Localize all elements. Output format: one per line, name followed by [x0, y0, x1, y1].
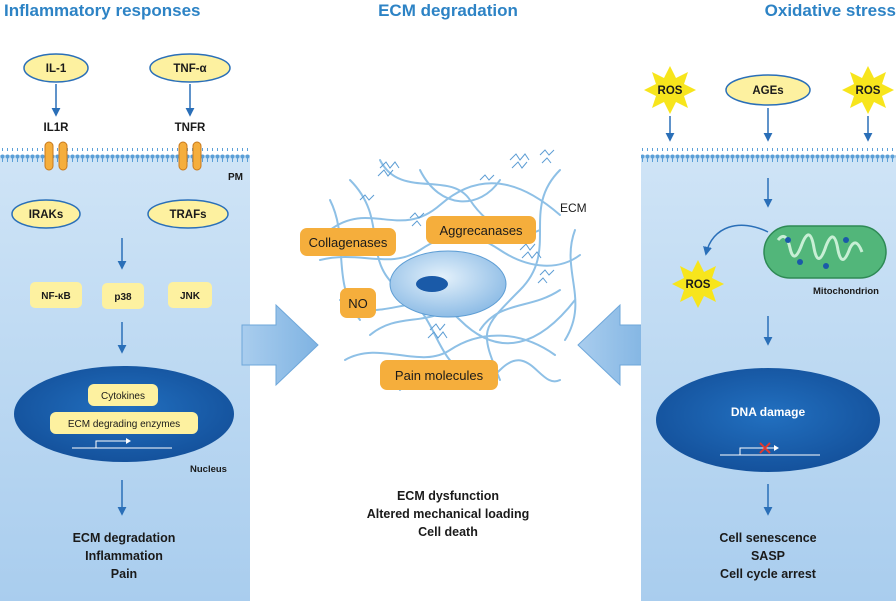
ecm-outcome-1: ECM dysfunction — [397, 489, 499, 503]
cytokines-label: Cytokines — [101, 391, 145, 402]
ros-star-right — [842, 66, 894, 114]
aggrecanases-box — [426, 216, 536, 244]
inflammatory-title: Inflammatory responses — [4, 1, 201, 20]
iraks-label: IRAKs — [29, 209, 64, 221]
no-box — [340, 288, 376, 318]
arrow-inflammation-to-ecm — [241, 303, 319, 387]
ages-label: AGEs — [752, 85, 783, 97]
trafs-node — [147, 199, 229, 229]
dna-damage-label: DNA damage — [731, 405, 806, 419]
nfkb-label: NF-κB — [41, 291, 70, 302]
ecm-label: ECM — [560, 201, 587, 215]
collagenases-box — [300, 228, 396, 256]
inflammatory-outcome-2: Inflammation — [85, 549, 163, 563]
ros-star-left — [644, 66, 696, 114]
ecm-panel: ECM degradation — [241, 1, 653, 539]
arrow-mito-to-ros — [703, 224, 769, 256]
p38-label: p38 — [114, 292, 132, 303]
nfkb-node — [30, 282, 82, 308]
transcription-icon — [72, 438, 172, 449]
cell-nucleus — [416, 276, 448, 292]
jnk-node — [168, 282, 212, 308]
aggrecanases-label: Aggrecanases — [439, 223, 523, 238]
arrow-oxidative-to-ecm — [577, 303, 653, 387]
jnk-label: JNK — [180, 291, 201, 302]
pain-molecules-box — [380, 360, 498, 390]
collagenases-label: Collagenases — [309, 235, 388, 250]
mitochondrion-icon — [763, 225, 887, 279]
ros-left-label: ROS — [658, 85, 683, 97]
ages-node — [725, 74, 811, 106]
inflammatory-outcome-1: ECM degradation — [73, 531, 176, 545]
oxidative-outcome-3: Cell cycle arrest — [720, 567, 817, 581]
mitochondrion-label: Mitochondrion — [813, 286, 879, 297]
tnf-label: TNF-α — [173, 63, 206, 75]
ecm-enzymes-label: ECM degrading enzymes — [68, 419, 180, 430]
tnfr-label: TNFR — [175, 122, 206, 134]
il1r-label: IL1R — [44, 122, 70, 134]
blocked-transcription-icon — [720, 442, 820, 456]
plasma-membrane — [0, 148, 250, 162]
il1r-receptor — [44, 141, 68, 171]
ros-right-label: ROS — [856, 85, 881, 97]
oxidative-panel: Oxidative stress ROS AGEs ROS Mitochondr… — [641, 1, 896, 601]
no-label: NO — [348, 296, 368, 311]
proteoglycan-aggregates — [359, 149, 555, 339]
oxidative-membrane — [641, 148, 896, 162]
ecm-title: ECM degradation — [378, 1, 518, 20]
ros-inner-label: ROS — [686, 279, 711, 291]
oxidative-nucleus — [656, 368, 880, 472]
ecm-outcome-3: Cell death — [418, 525, 478, 539]
pm-label: PM — [228, 172, 243, 183]
p38-node — [102, 283, 144, 309]
inflammatory-outcome-3: Pain — [111, 567, 137, 581]
ros-star-inner — [672, 260, 724, 308]
nucleus-label: Nucleus — [190, 464, 227, 475]
inflammatory-panel: Inflammatory responses IL-1 TNF-α IL1R T… — [0, 1, 250, 601]
trafs-label: TRAFs — [169, 209, 206, 221]
iraks-node — [11, 199, 81, 229]
il1-ligand — [23, 53, 89, 83]
oxidative-outcome-1: Cell senescence — [719, 531, 816, 545]
il1-label: IL-1 — [46, 63, 67, 75]
tnf-ligand — [149, 53, 231, 83]
oxidative-title: Oxidative stress — [765, 1, 896, 20]
oxidative-outcome-2: SASP — [751, 549, 785, 563]
ecm-enzymes-box — [50, 412, 198, 434]
pain-molecules-label: Pain molecules — [395, 368, 484, 383]
cytokines-box — [88, 384, 158, 406]
tnfr-receptor — [178, 141, 202, 171]
ecm-outcome-2: Altered mechanical loading — [367, 507, 530, 521]
